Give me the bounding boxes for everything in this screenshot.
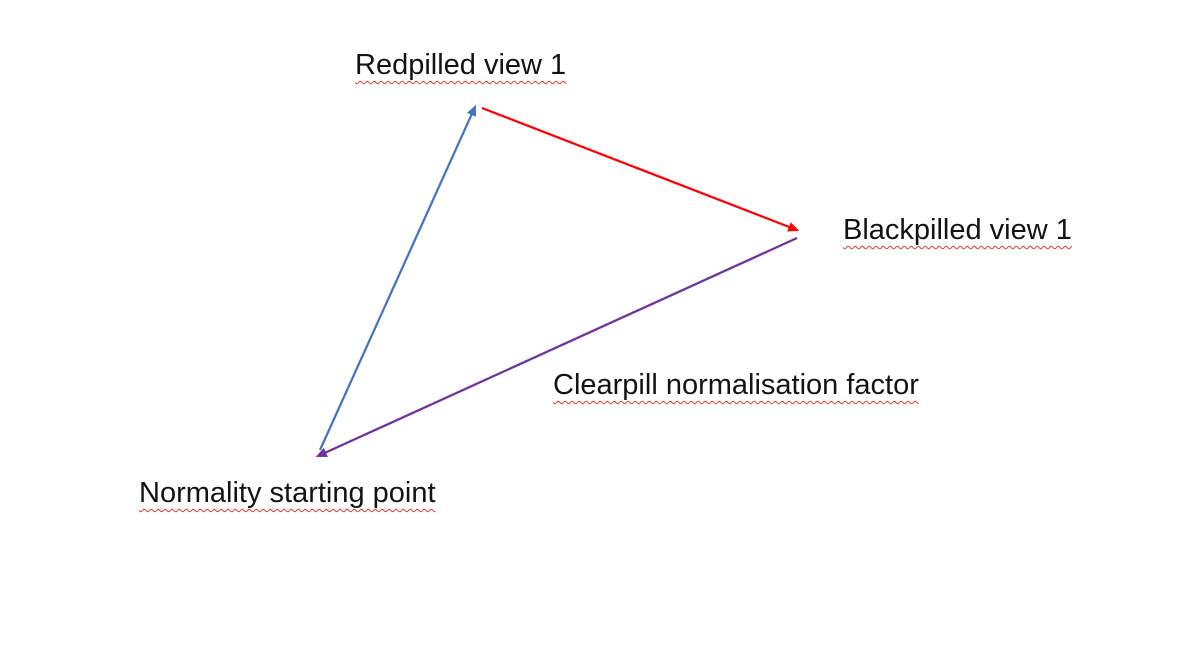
arrow-redpilled-to-blackpilled bbox=[481, 106, 800, 232]
label-normality-starting-point: Normality starting point bbox=[139, 477, 436, 509]
label-clearpill-normalisation-factor: Clearpill normalisation factor bbox=[553, 369, 919, 401]
label-redpilled-view-1: Redpilled view 1 bbox=[355, 49, 567, 81]
arrow-blackpilled-to-normality bbox=[315, 236, 798, 458]
label-blackpilled-view-1: Blackpilled view 1 bbox=[843, 214, 1072, 246]
arrow-normality-to-redpilled bbox=[318, 104, 477, 451]
